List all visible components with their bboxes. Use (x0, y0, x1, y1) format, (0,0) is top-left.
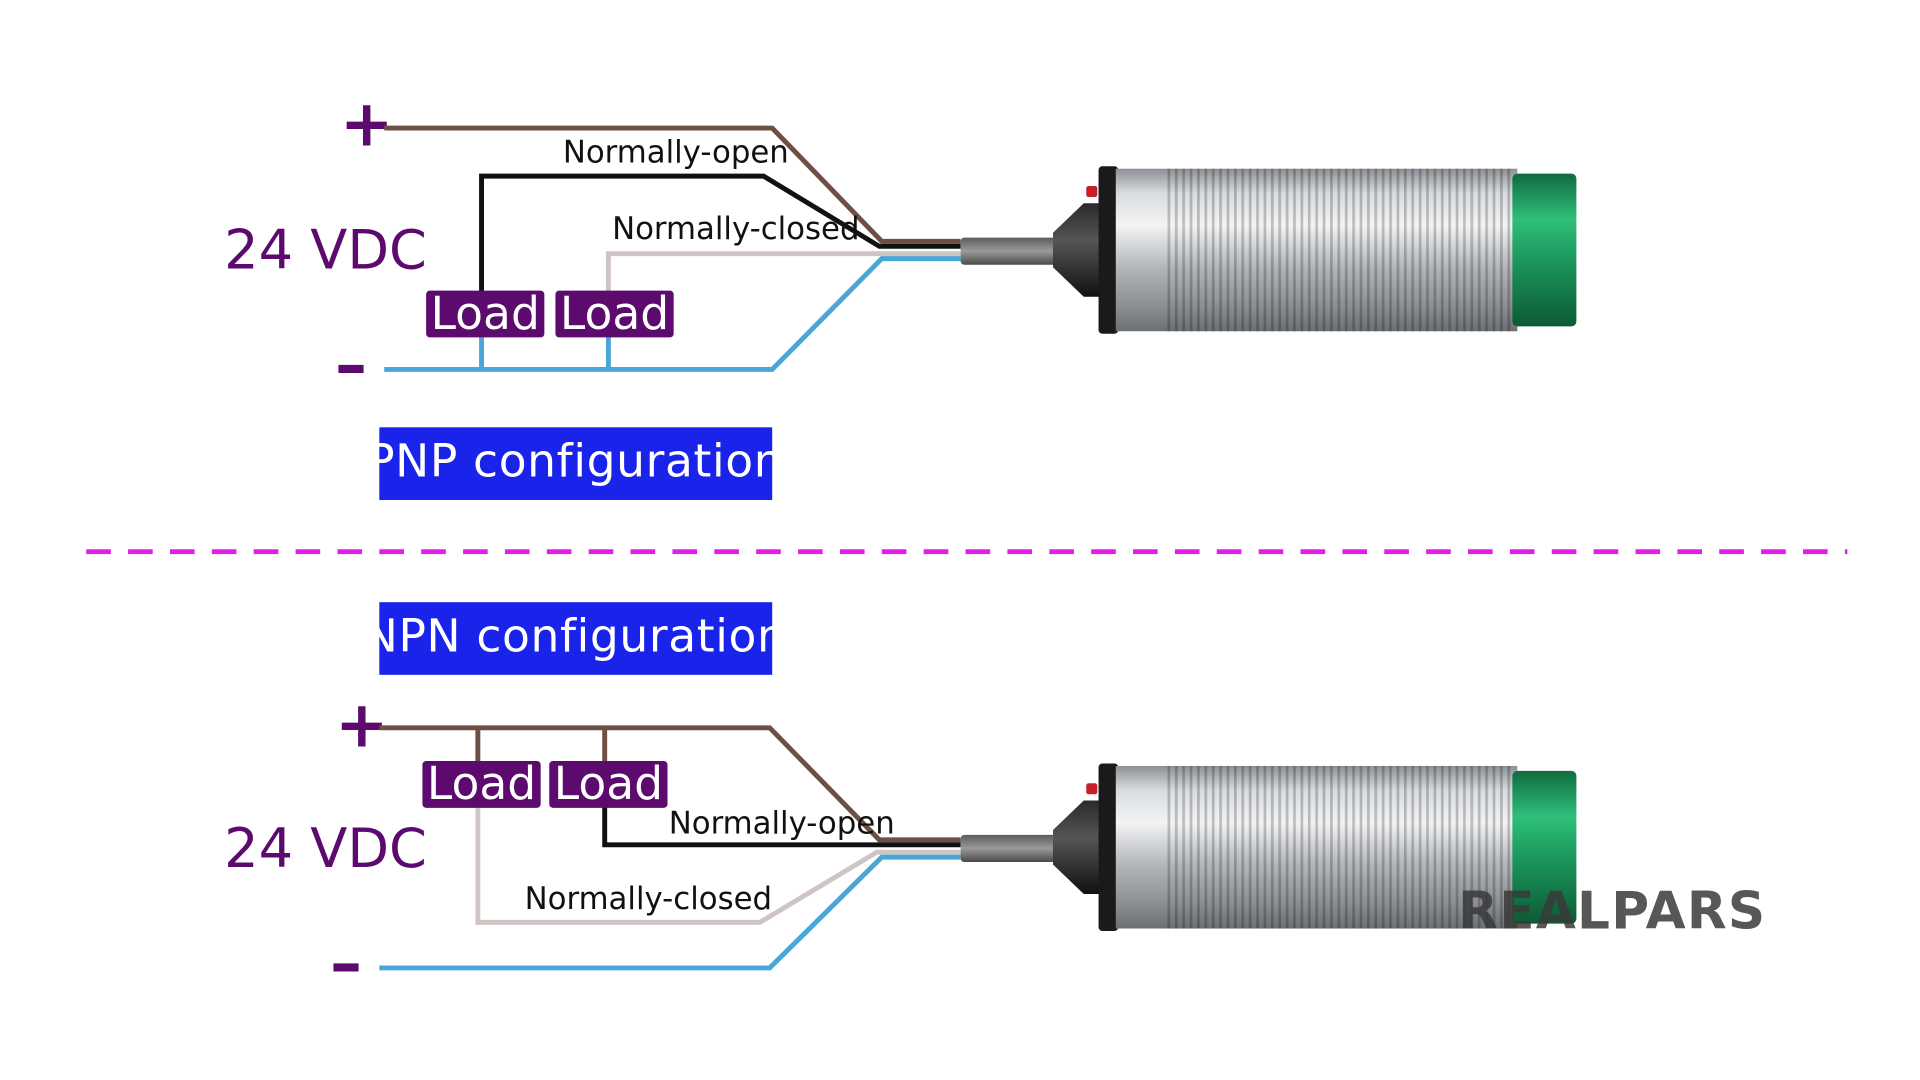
pnp-section: + – 24 VDC Normally-open Normally-closed… (224, 87, 1577, 500)
pnp-wire-blue (384, 256, 961, 372)
npn-section: NPN configuration + – 24 VDC Normally-op… (224, 602, 1577, 1001)
pnp-load-1: Load (426, 287, 545, 340)
npn-voltage-label: 24 VDC (224, 817, 427, 880)
npn-minus-sign: – (330, 927, 362, 1001)
npn-normally-closed-label: Normally-closed (525, 881, 772, 917)
pnp-wire-black (479, 173, 961, 294)
realpars-logo: REALPARS (1458, 882, 1766, 942)
npn-title-box: NPN configuration (364, 602, 787, 675)
npn-wire-gray (475, 805, 961, 925)
pnp-normally-closed-label: Normally-closed (612, 211, 859, 247)
npn-wire-black (602, 805, 961, 848)
npn-wire-brown (379, 725, 961, 843)
npn-title: NPN configuration (364, 609, 787, 662)
npn-plus-sign: + (335, 688, 389, 762)
pnp-normally-open-label: Normally-open (563, 135, 789, 171)
npn-load-1-label: Load (427, 757, 536, 810)
npn-load-2-label: Load (554, 757, 663, 810)
npn-normally-open-label: Normally-open (669, 806, 895, 842)
pnp-voltage-label: 24 VDC (224, 218, 427, 281)
pnp-load-2-label: Load (560, 287, 669, 340)
npn-load-1: Load (422, 757, 541, 810)
pnp-minus-sign: – (335, 329, 367, 403)
pnp-title-box: PNP configuration (367, 427, 783, 500)
pnp-proximity-sensor (960, 166, 1577, 334)
pnp-title: PNP configuration (367, 435, 783, 488)
pnp-load-2: Load (555, 287, 674, 340)
pnp-load-1-label: Load (431, 287, 540, 340)
pnp-plus-sign: + (340, 87, 394, 161)
pnp-wire-gray (605, 251, 961, 294)
npn-load-2: Load (549, 757, 668, 810)
npn-wire-blue (379, 854, 961, 971)
pnp-wire-brown (384, 125, 961, 244)
